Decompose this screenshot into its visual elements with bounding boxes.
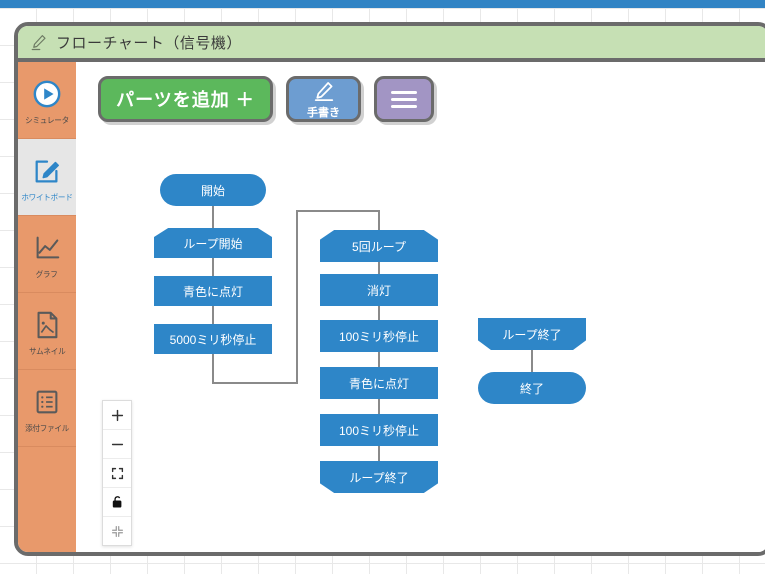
- connector-n2-n3: [212, 258, 214, 276]
- sidebar-item-label: ホワイトボード: [21, 192, 73, 202]
- connector-loopback-right: [212, 382, 298, 384]
- sidebar-item-label: グラフ: [36, 269, 58, 279]
- flow-node-light-off[interactable]: 消灯: [320, 274, 438, 306]
- connector-loopback-up: [296, 210, 298, 384]
- flow-node-start[interactable]: 開始: [160, 174, 266, 206]
- zoom-control-panel: [102, 400, 132, 546]
- pencil-edit-icon[interactable]: [30, 33, 48, 51]
- flow-node-end[interactable]: 終了: [478, 372, 586, 404]
- title-bar: フローチャート（信号機）: [18, 26, 765, 62]
- flow-node-wait-5000[interactable]: 5000ミリ秒停止: [154, 324, 272, 354]
- sidebar-empty-area: [18, 447, 76, 552]
- fit-to-screen-icon[interactable]: [103, 459, 131, 488]
- line-chart-icon: [32, 229, 62, 267]
- flow-node-label: 5000ミリ秒停止: [169, 332, 257, 347]
- flow-node-label: 5回ループ: [352, 239, 406, 254]
- image-file-icon: [32, 306, 62, 344]
- sidebar-item-label: サムネイル: [28, 346, 66, 356]
- flow-node-light-blue-1[interactable]: 青色に点灯: [154, 276, 272, 306]
- flow-node-wait-100-2[interactable]: 100ミリ秒停止: [320, 414, 438, 446]
- connector-n8-n9: [378, 399, 380, 414]
- list-file-icon: [32, 383, 62, 421]
- handwrite-button[interactable]: 手書き: [286, 76, 361, 122]
- flow-node-light-blue-2[interactable]: 青色に点灯: [320, 367, 438, 399]
- connector-n7-n8: [378, 352, 380, 367]
- flow-node-label: ループ終了: [349, 470, 409, 485]
- collapse-icon[interactable]: [103, 517, 131, 545]
- hamburger-menu-icon: [391, 87, 417, 112]
- play-circle-icon: [32, 75, 62, 113]
- connector-n11-n12: [531, 350, 533, 372]
- connector-loopback-down: [212, 354, 214, 384]
- flow-node-label: 青色に点灯: [182, 284, 243, 299]
- sidebar-item-label: シミュレータ: [25, 115, 69, 125]
- browser-top-strip: [0, 0, 765, 8]
- sidebar-item-thumbnail[interactable]: サムネイル: [18, 293, 76, 370]
- flow-node-label: 青色に点灯: [348, 376, 409, 391]
- flow-node-label: ループ開始: [183, 236, 243, 251]
- connector-n6-n7: [378, 306, 380, 320]
- flow-node-label: 100ミリ秒停止: [338, 329, 420, 344]
- sidebar-item-attachments[interactable]: 添付ファイル: [18, 370, 76, 447]
- app-window: フローチャート（信号機） シミュレータ: [14, 22, 765, 556]
- flow-node-loop-5[interactable]: 5回ループ: [320, 230, 438, 262]
- flow-node-loop-end-outer[interactable]: ループ終了: [478, 318, 586, 350]
- flow-node-label: 100ミリ秒停止: [338, 423, 420, 438]
- connector-loopback-top: [296, 210, 380, 212]
- sidebar: シミュレータ ホワイトボード: [18, 62, 76, 552]
- page-title: フローチャート（信号機）: [56, 34, 242, 52]
- connector-n1-n2: [212, 206, 214, 228]
- connector-loopback-into-n5: [378, 210, 380, 232]
- connector-n3-n4: [212, 306, 214, 324]
- whiteboard-pencil-icon: [32, 152, 62, 190]
- flow-node-loop-begin[interactable]: ループ開始: [154, 228, 272, 258]
- menu-button[interactable]: [374, 76, 434, 122]
- sidebar-item-simulator[interactable]: シミュレータ: [18, 62, 76, 139]
- add-parts-button[interactable]: パーツを追加 ＋: [98, 76, 273, 122]
- flow-node-label: 消灯: [366, 283, 391, 298]
- flow-node-label: 終了: [519, 381, 544, 396]
- sidebar-item-graph[interactable]: グラフ: [18, 216, 76, 293]
- whiteboard-canvas[interactable]: パーツを追加 ＋ 手書き: [76, 62, 765, 552]
- zoom-in-button[interactable]: [103, 401, 131, 430]
- sidebar-item-label: 添付ファイル: [25, 423, 69, 433]
- connector-n9-n10: [378, 446, 380, 461]
- flow-node-loop-end-inner[interactable]: ループ終了: [320, 461, 438, 493]
- pencil-icon: [313, 80, 335, 107]
- lock-icon[interactable]: [103, 488, 131, 517]
- sidebar-item-whiteboard[interactable]: ホワイトボード: [18, 139, 76, 216]
- flow-node-wait-100-1[interactable]: 100ミリ秒停止: [320, 320, 438, 352]
- flow-node-label: 開始: [200, 183, 225, 198]
- flow-node-label: ループ終了: [502, 327, 562, 342]
- zoom-out-button[interactable]: [103, 430, 131, 459]
- handwrite-label: 手書き: [307, 106, 340, 119]
- add-parts-label: パーツを追加 ＋: [116, 90, 255, 110]
- connector-n5-n6: [378, 262, 380, 274]
- window-body: シミュレータ ホワイトボード: [18, 62, 765, 552]
